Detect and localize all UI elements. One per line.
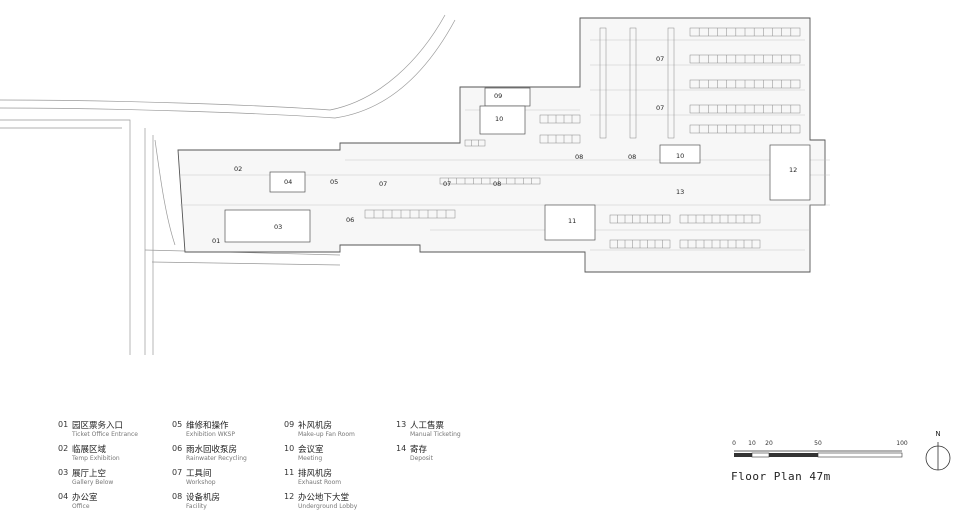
floor-plan: 01 02 03 04 05 06 07 07 07 07 08 08 08 0… [0, 14, 830, 355]
scale-tick-label: 50 [814, 440, 822, 447]
legend-number: 05 [172, 420, 183, 429]
site-roads [0, 14, 456, 355]
room-label: 01 [212, 237, 220, 245]
legend-label-zh: 排风机房 [298, 469, 333, 479]
north-arrow-icon [925, 442, 951, 471]
scale-tick-label: 10 [748, 440, 756, 447]
room-label: 13 [676, 188, 684, 196]
stall-strip [539, 134, 581, 144]
legend-label-zh: 人工售票 [410, 421, 445, 431]
scale-tick-label: 0 [732, 440, 736, 447]
room-label: 07 [379, 180, 387, 188]
legend-label-en: Workshop [186, 479, 216, 486]
legend-number: 01 [58, 420, 69, 429]
room-label: 05 [330, 178, 338, 186]
legend-label-en: Temp Exhibition [72, 455, 120, 462]
legend-label-zh: 维修和操作 [186, 421, 229, 431]
legend-label-zh: 园区票务入口 [72, 421, 124, 431]
legend-label-en: Ticket Office Entrance [72, 431, 138, 438]
legend-label-zh: 补风机房 [298, 421, 333, 431]
room-label: 11 [568, 217, 576, 225]
room-label: 12 [789, 166, 797, 174]
room-label: 07 [443, 180, 451, 188]
scale-tick-label: 100 [896, 440, 908, 447]
legend-label-en: Rainwater Recycling [186, 455, 247, 462]
room-label: 08 [628, 153, 636, 161]
legend-label-zh: 寄存 [410, 445, 428, 455]
north-arrow: N [925, 430, 951, 476]
room-label: 03 [274, 223, 282, 231]
stall-column [629, 27, 637, 139]
legend-label-en: Office [72, 503, 90, 510]
legend-label-en: Underground Lobby [298, 503, 358, 510]
legend-label-zh: 展厅上空 [72, 469, 107, 479]
plan-title: Floor Plan 47m [731, 470, 831, 483]
legend-number: 12 [284, 492, 295, 501]
parking-stalls [364, 27, 801, 249]
legend-number: 09 [284, 420, 295, 429]
room-label: 07 [656, 55, 664, 63]
stall-column [599, 27, 607, 139]
legend-label-en: Manual Ticketing [410, 431, 461, 438]
legend-label-en: Exhibition WKSP [186, 431, 235, 438]
legend-label-zh: 办公地下大堂 [298, 493, 350, 503]
legend-label-zh: 临展区域 [72, 445, 107, 455]
scale-bar: 0 10 20 50 100 Floor Plan 47m [728, 440, 918, 490]
legend-number: 03 [58, 468, 69, 477]
legend-label-en: Deposit [410, 455, 433, 462]
interior-grid [180, 39, 830, 251]
legend-label-en: Facility [186, 503, 207, 510]
legend-number: 07 [172, 468, 183, 477]
room-label: 07 [656, 104, 664, 112]
legend-number: 08 [172, 492, 183, 501]
legend-label-zh: 工具间 [186, 469, 212, 479]
room-label: 04 [284, 178, 292, 186]
scale-bar-graphic [734, 450, 903, 458]
room-boxes [224, 87, 811, 243]
legend-label-zh: 办公室 [72, 493, 98, 503]
stall-column [667, 27, 675, 139]
legend-number: 02 [58, 444, 69, 453]
legend-number: 13 [396, 420, 407, 429]
room-labels: 01 02 03 04 05 06 07 07 07 07 08 08 08 0… [212, 55, 797, 245]
room-label: 08 [575, 153, 583, 161]
legend-label-en: Make-up Fan Room [298, 431, 355, 438]
room-label: 06 [346, 216, 354, 224]
scale-tick-label: 20 [765, 440, 773, 447]
stall-strip [464, 139, 486, 147]
legend-number: 06 [172, 444, 183, 453]
room-label: 10 [495, 115, 503, 123]
legend-label-zh: 雨水回收泵房 [186, 445, 238, 455]
stall-strip [539, 114, 581, 124]
legend-number: 14 [396, 444, 407, 453]
legend-label-en: Exhaust Room [298, 479, 342, 486]
legend-label-en: Gallery Below [72, 479, 114, 486]
room-label: 08 [493, 180, 501, 188]
legend-label-zh: 设备机房 [186, 493, 221, 503]
legend-number: 10 [284, 444, 295, 453]
legend-label-en: Meeting [298, 455, 323, 462]
room-label: 09 [494, 92, 502, 100]
legend-number: 11 [284, 468, 295, 477]
legend-number: 04 [58, 492, 69, 501]
north-label: N [935, 430, 941, 438]
legend-label-zh: 会议室 [298, 445, 324, 455]
room-label: 10 [676, 152, 684, 160]
room-label: 02 [234, 165, 242, 173]
